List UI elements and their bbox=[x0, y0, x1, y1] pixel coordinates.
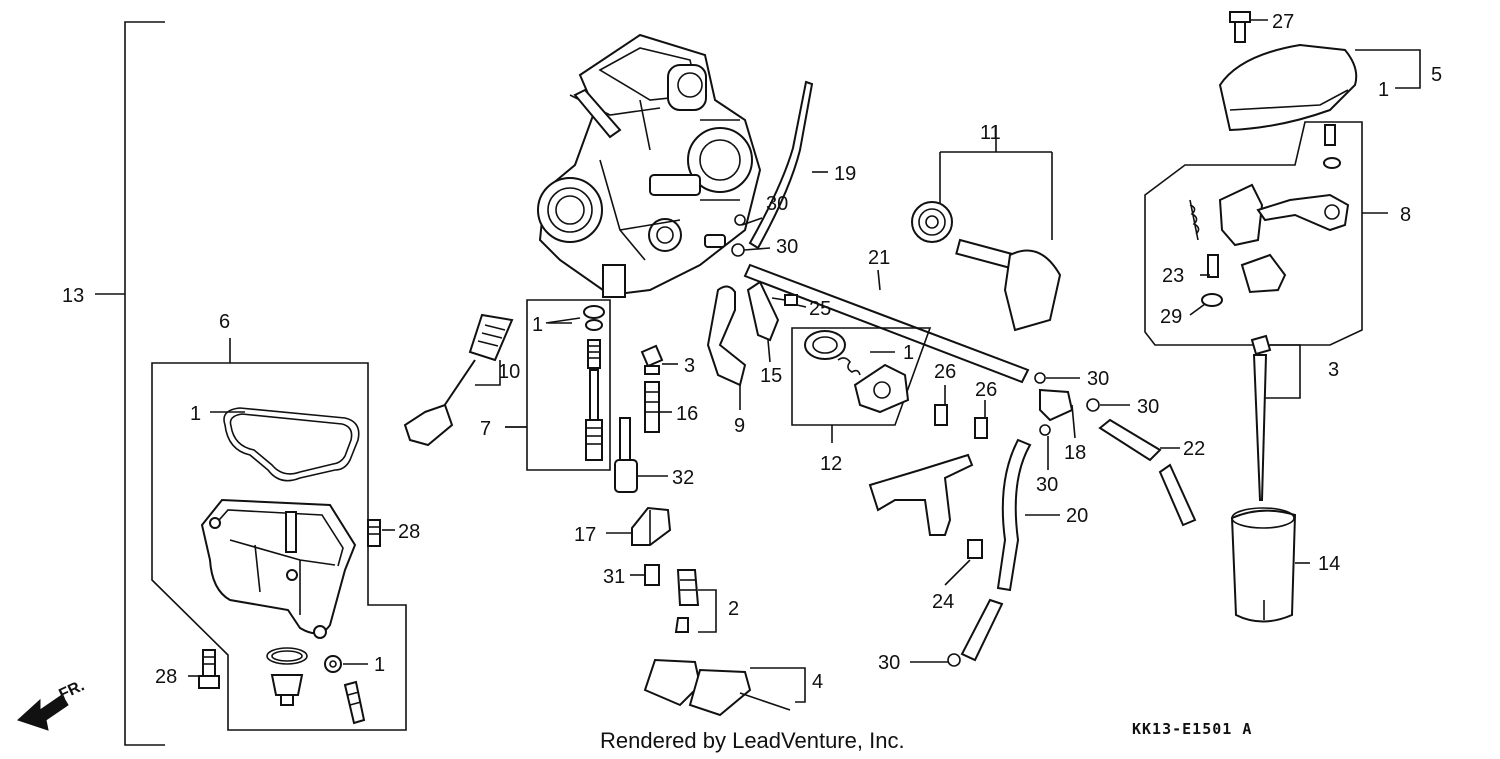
callout-1-gasket: 1 bbox=[190, 403, 201, 425]
callout-22: 22 bbox=[1183, 438, 1205, 460]
callout-30-hose: 30 bbox=[1087, 368, 1109, 390]
callout-30-bottom: 30 bbox=[878, 652, 900, 674]
throttle-link-group bbox=[1144, 121, 1388, 346]
leader-lines bbox=[188, 19, 1310, 677]
callout-30-carb: 30 bbox=[776, 236, 798, 258]
callout-1-washer: 1 bbox=[374, 654, 385, 676]
diagram-code: KK13-E1501 A bbox=[1132, 720, 1252, 738]
spring-assembly bbox=[911, 125, 1062, 332]
callout-3-needle: 3 bbox=[1328, 359, 1339, 381]
mounting-bracket bbox=[868, 404, 988, 559]
callout-21: 21 bbox=[868, 247, 890, 269]
callout-1-pump: 1 bbox=[903, 342, 914, 364]
hoses bbox=[731, 80, 1197, 667]
carburetor-body bbox=[537, 33, 762, 298]
callout-12: 12 bbox=[820, 453, 842, 475]
callout-14: 14 bbox=[1318, 553, 1340, 575]
pilot-screw bbox=[403, 313, 514, 447]
callout-24: 24 bbox=[932, 591, 954, 613]
callout-31: 31 bbox=[603, 566, 625, 588]
front-direction-label: FR. bbox=[57, 677, 88, 703]
callout-28-left: 28 bbox=[155, 666, 177, 688]
callout-28-right: 28 bbox=[398, 521, 420, 543]
callout-25: 25 bbox=[809, 298, 831, 320]
callout-30-upper: 30 bbox=[766, 193, 788, 215]
callout-labels: 13 6 1 28 28 1 10 7 1 3 16 32 17 31 2 4 … bbox=[62, 11, 1442, 693]
callout-8: 8 bbox=[1400, 204, 1411, 226]
top-cover bbox=[1218, 11, 1421, 132]
callout-2: 2 bbox=[728, 598, 739, 620]
callout-7: 7 bbox=[480, 418, 491, 440]
callout-23: 23 bbox=[1162, 265, 1184, 287]
callout-29: 29 bbox=[1160, 306, 1182, 328]
callout-18: 18 bbox=[1064, 442, 1086, 464]
jet-needle-group bbox=[505, 299, 611, 471]
bracket-13 bbox=[95, 21, 165, 746]
credit-text: Rendered by LeadVenture, Inc. bbox=[600, 728, 905, 753]
callout-13: 13 bbox=[62, 285, 84, 307]
callout-4: 4 bbox=[812, 671, 823, 693]
callout-9: 9 bbox=[734, 415, 745, 437]
float-chamber-group bbox=[151, 338, 407, 731]
callout-1-cover: 1 bbox=[1378, 79, 1389, 101]
arrow-icon bbox=[17, 694, 69, 731]
callout-1-jet: 1 bbox=[532, 314, 543, 336]
callout-11: 11 bbox=[980, 122, 1001, 144]
callout-20: 20 bbox=[1066, 505, 1088, 527]
callout-10: 10 bbox=[498, 361, 520, 383]
callout-30-joint: 30 bbox=[1137, 396, 1159, 418]
callout-5: 5 bbox=[1431, 64, 1442, 86]
callout-15: 15 bbox=[760, 365, 782, 387]
callout-32: 32 bbox=[672, 467, 694, 489]
callout-19: 19 bbox=[834, 163, 856, 185]
callout-17: 17 bbox=[574, 524, 596, 546]
throttle-levers bbox=[706, 280, 798, 387]
callout-30-lower: 30 bbox=[1036, 474, 1058, 496]
front-direction-arrow bbox=[17, 694, 69, 731]
callout-16: 16 bbox=[676, 403, 698, 425]
jet-parts bbox=[614, 344, 806, 717]
accelerator-pump-group bbox=[791, 327, 932, 443]
callout-6: 6 bbox=[219, 311, 230, 333]
callout-26-right: 26 bbox=[975, 379, 997, 401]
callout-3-jet: 3 bbox=[684, 355, 695, 377]
callout-26-left: 26 bbox=[934, 361, 956, 383]
callout-27: 27 bbox=[1272, 11, 1294, 33]
needle-piston bbox=[1230, 334, 1301, 623]
